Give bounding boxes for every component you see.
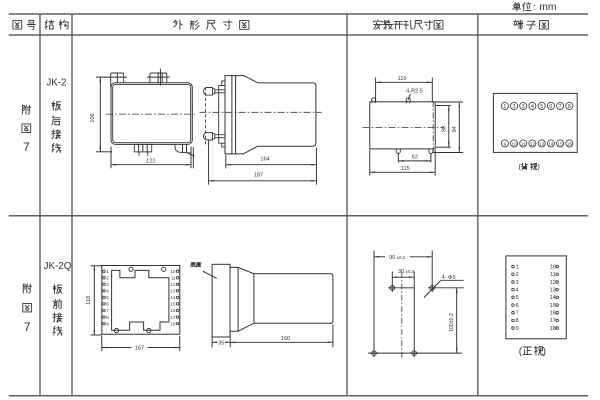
svg-text:9: 9 — [504, 141, 507, 146]
svg-text:5: 5 — [516, 295, 519, 301]
svg-text:7: 7 — [24, 320, 31, 334]
svg-text:14: 14 — [171, 295, 176, 300]
svg-text:167: 167 — [135, 346, 144, 352]
svg-text:4: 4 — [516, 287, 519, 293]
svg-text:17: 17 — [171, 315, 176, 320]
svg-text:8: 8 — [568, 104, 571, 110]
svg-text:110: 110 — [398, 76, 407, 82]
svg-text:16: 16 — [171, 308, 176, 313]
svg-text:8: 8 — [516, 318, 519, 324]
svg-text:): ) — [537, 162, 540, 171]
svg-text:±0.2: ±0.2 — [406, 269, 415, 274]
svg-text:6: 6 — [549, 104, 552, 110]
svg-text:3: 3 — [106, 282, 109, 287]
svg-text:mm: mm — [539, 2, 556, 13]
svg-text:9: 9 — [106, 321, 109, 326]
svg-text:10: 10 — [511, 141, 517, 146]
svg-text:6: 6 — [106, 302, 109, 307]
svg-text:13: 13 — [550, 287, 556, 293]
svg-text:2: 2 — [513, 104, 516, 110]
svg-text:7: 7 — [559, 104, 562, 110]
svg-text:17: 17 — [550, 318, 556, 324]
svg-text:(: ( — [519, 162, 522, 171]
svg-text:10: 10 — [171, 269, 176, 274]
svg-text:13: 13 — [539, 141, 545, 146]
svg-text:1: 1 — [503, 104, 506, 110]
svg-text:115: 115 — [401, 166, 410, 172]
svg-text:5: 5 — [106, 295, 109, 300]
svg-text:15: 15 — [171, 302, 176, 307]
svg-text::: : — [534, 2, 537, 12]
svg-text:187: 187 — [254, 173, 263, 179]
svg-text:(: ( — [519, 346, 523, 357]
svg-text:4: 4 — [531, 104, 534, 110]
svg-text:100±0.2: 100±0.2 — [449, 313, 455, 332]
svg-text:35: 35 — [218, 340, 224, 346]
svg-text:5: 5 — [540, 104, 543, 110]
svg-text:Φ5: Φ5 — [448, 275, 456, 281]
svg-text:4-: 4- — [442, 275, 447, 281]
svg-text:11: 11 — [550, 272, 556, 278]
svg-text:7: 7 — [106, 308, 109, 313]
svg-text:11: 11 — [521, 141, 526, 146]
svg-text:122: 122 — [146, 158, 155, 164]
svg-text:80: 80 — [441, 126, 447, 132]
svg-text:4-R2.5: 4-R2.5 — [406, 88, 423, 94]
svg-text:18: 18 — [171, 321, 176, 326]
svg-text:±0.2: ±0.2 — [397, 255, 406, 260]
svg-text:8: 8 — [106, 315, 109, 320]
svg-text:13: 13 — [171, 289, 176, 294]
svg-text:94: 94 — [452, 126, 458, 132]
svg-text:7: 7 — [23, 140, 30, 154]
svg-text:4: 4 — [106, 289, 109, 294]
svg-text:18: 18 — [550, 326, 556, 332]
svg-text:12: 12 — [171, 282, 176, 287]
svg-text:JK-2Q: JK-2Q — [44, 261, 72, 272]
svg-text:90: 90 — [389, 255, 395, 261]
svg-text:30: 30 — [398, 269, 404, 275]
svg-text:3: 3 — [516, 280, 519, 286]
svg-text:14: 14 — [548, 141, 554, 146]
svg-text:9: 9 — [516, 326, 519, 332]
svg-text:14: 14 — [550, 295, 556, 301]
svg-text:16: 16 — [550, 311, 556, 317]
svg-text:164: 164 — [260, 156, 269, 162]
svg-text:106: 106 — [90, 113, 96, 122]
svg-text:62: 62 — [412, 155, 418, 161]
svg-text:6: 6 — [516, 303, 519, 309]
svg-text:12: 12 — [530, 141, 536, 146]
svg-text:15: 15 — [550, 303, 556, 309]
svg-text:2: 2 — [516, 272, 519, 278]
svg-text:1: 1 — [106, 269, 109, 274]
svg-text:7: 7 — [516, 311, 519, 317]
svg-text:118: 118 — [86, 296, 92, 305]
svg-text:): ) — [543, 346, 546, 357]
svg-text:11: 11 — [171, 275, 176, 280]
svg-text:16: 16 — [567, 141, 573, 146]
svg-text:3: 3 — [522, 104, 525, 110]
svg-text:15: 15 — [558, 141, 564, 146]
svg-text:10: 10 — [550, 264, 556, 270]
svg-text:160: 160 — [281, 336, 290, 342]
svg-text:12: 12 — [550, 280, 556, 286]
svg-text:2: 2 — [106, 275, 109, 280]
svg-text:JK-2: JK-2 — [46, 77, 66, 88]
svg-text:1: 1 — [516, 264, 519, 270]
